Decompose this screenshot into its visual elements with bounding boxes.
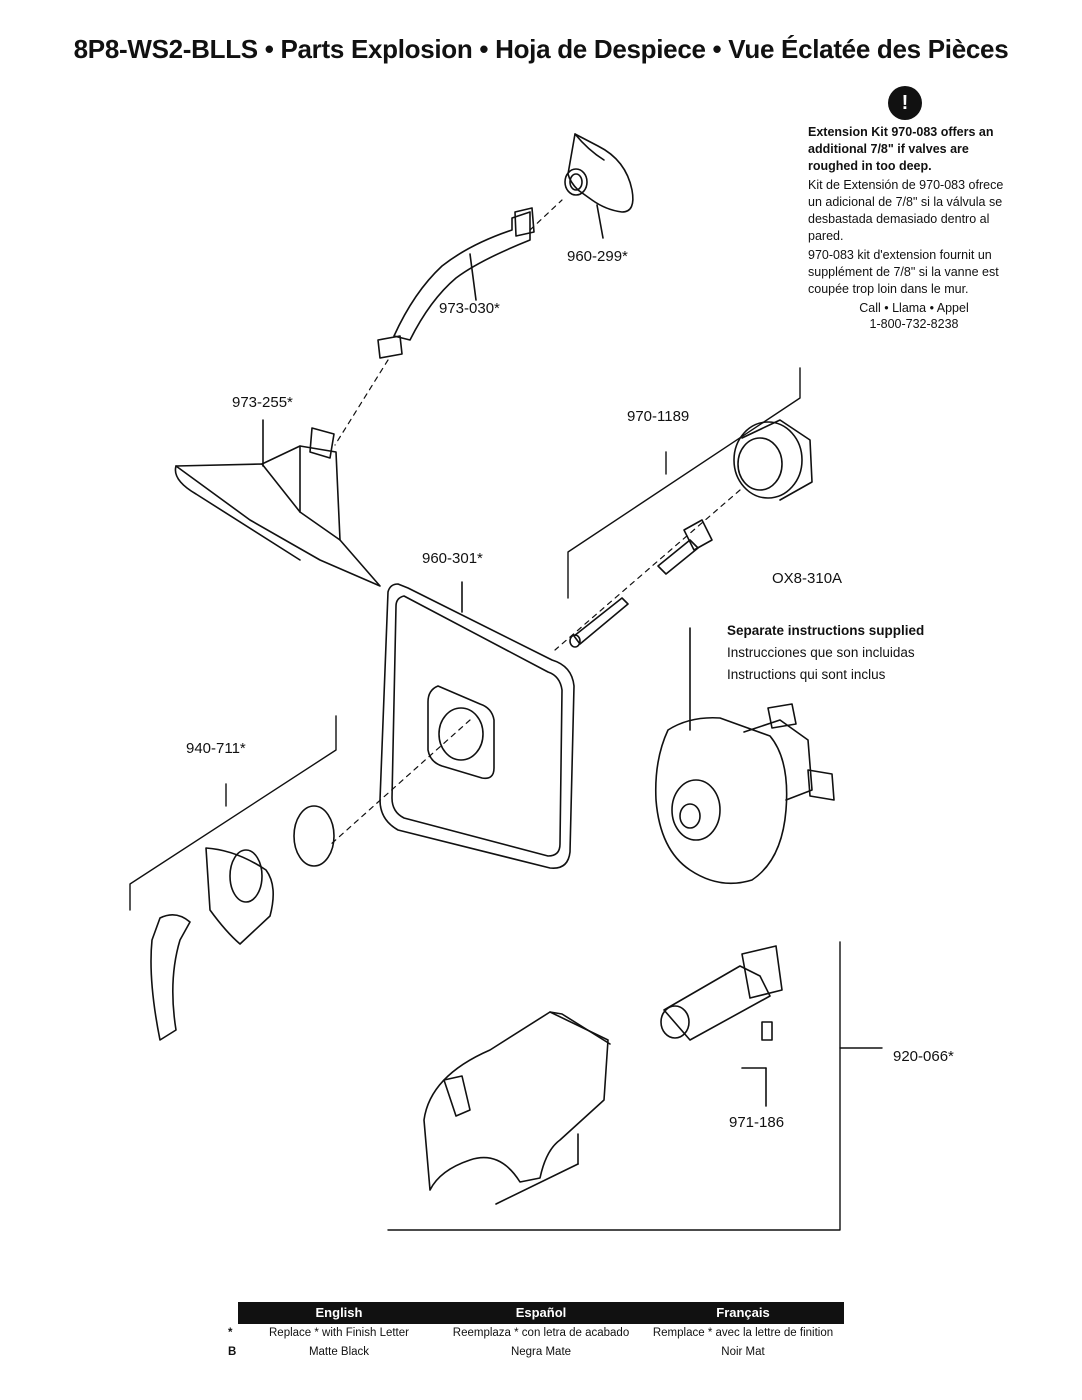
legend-header-french: Français: [716, 1305, 770, 1320]
shower-head: [174, 419, 381, 587]
note-phone: 1-800-732-8238: [869, 317, 959, 331]
trim-escutcheon-plate: [379, 581, 575, 869]
legend-header-spanish: Español: [515, 1305, 567, 1320]
label-973-030: 973-030*: [439, 300, 500, 317]
separate-instructions-spanish: Instrucciones que son incluidas: [727, 645, 915, 660]
legend-cell: Reemplaza * con letra de acabado: [452, 1327, 630, 1339]
label-ox8-310a: OX8-310A: [772, 570, 843, 587]
bracket-970-1189: [567, 367, 801, 599]
page-title: 8P8-WS2-BLLS • Parts Explosion • Hoja de…: [73, 34, 1009, 64]
shower-arm: [377, 207, 535, 359]
shower-arm-flange: [564, 133, 634, 239]
label-970-1189: 970-1189: [627, 408, 690, 425]
label-940-711: 940-711*: [186, 740, 246, 757]
legend-cell: Negra Mate: [510, 1346, 572, 1358]
adapter-ring: [733, 419, 813, 501]
mounting-screws: [569, 519, 713, 648]
bracket-940-711: [129, 715, 337, 911]
bracket-920-066: [387, 941, 883, 1231]
legend-key: B: [228, 1346, 237, 1358]
separate-instructions-english: Separate instructions supplied: [727, 623, 925, 638]
label-973-255: 973-255*: [232, 394, 293, 411]
legend-header-row: English Español Français: [238, 1302, 844, 1324]
separate-instructions-french: Instructions qui sont inclus: [727, 667, 886, 682]
label-960-299: 960-299*: [567, 248, 628, 265]
lever-handle: [150, 805, 335, 1041]
separate-instructions-note: Separate instructions supplied Instrucci…: [727, 620, 924, 686]
label-960-301: 960-301*: [422, 550, 483, 567]
note-call: Call • Llama • Appel: [859, 301, 969, 315]
legend-cell: Replace * with Finish Letter: [269, 1327, 409, 1339]
legend-header-english: English: [315, 1305, 363, 1320]
legend-row: B Matte Black Negra Mate Noir Mat: [228, 1343, 844, 1362]
extension-kit-note: Extension Kit 970-083 offers an addition…: [808, 124, 1020, 335]
legend-key: *: [228, 1327, 233, 1339]
legend-cell: Remplace * avec la lettre de finition: [652, 1327, 834, 1339]
diverter-cartridge: [660, 945, 783, 1107]
label-971-186: 971-186: [729, 1114, 785, 1131]
legend-row: * Replace * with Finish Letter Reemplaza…: [228, 1324, 844, 1343]
assembly-dash-lines: [329, 199, 741, 846]
legend-cell: Noir Mat: [721, 1346, 765, 1358]
legend-cell: Matte Black: [308, 1346, 370, 1358]
note-spanish: Kit de Extensión de 970-083 ofrece un ad…: [808, 178, 1004, 243]
note-french: 970-083 kit d'extension fournit un suppl…: [808, 248, 999, 296]
note-english: Extension Kit 970-083 offers an addition…: [808, 125, 994, 173]
finish-legend-table: English Español Français * Replace * wit…: [228, 1302, 844, 1362]
label-920-066: 920-066*: [893, 1048, 954, 1065]
tub-spout: [423, 1011, 611, 1205]
valve-body: [654, 627, 835, 885]
warning-icon: !: [888, 86, 922, 120]
